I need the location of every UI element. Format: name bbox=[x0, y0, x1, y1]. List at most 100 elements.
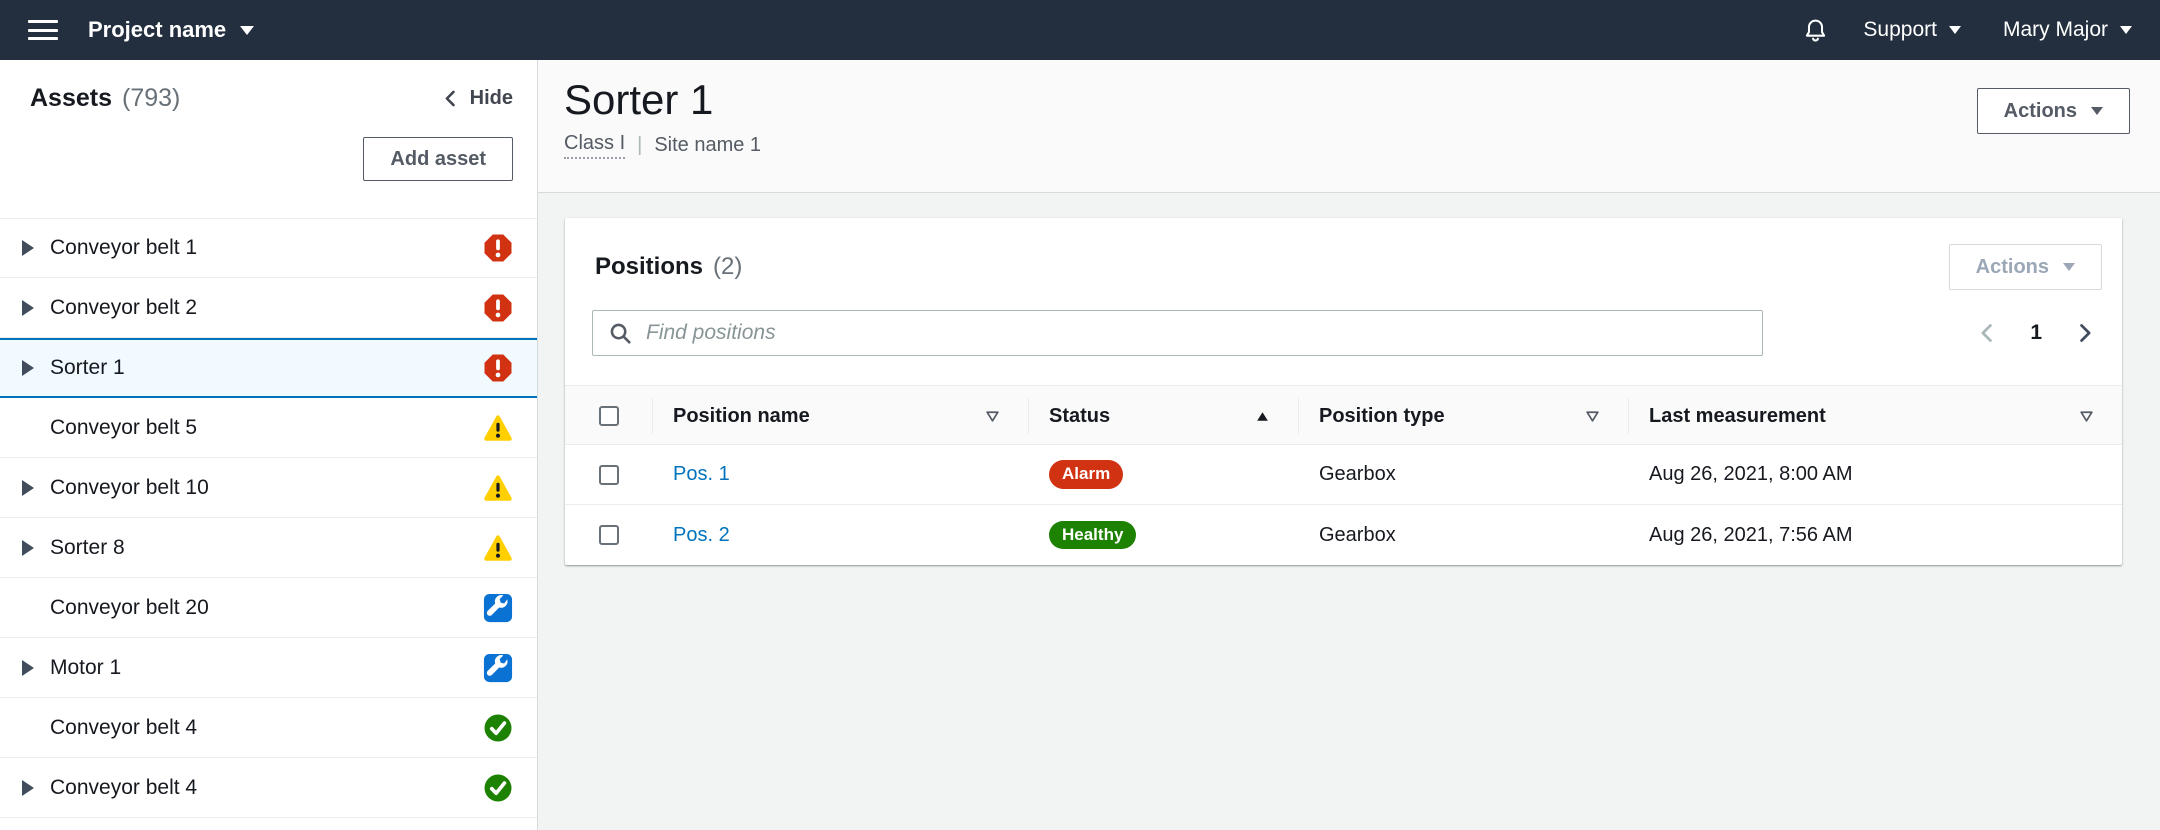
asset-row-conveyor-belt-5[interactable]: Conveyor belt 5 bbox=[0, 398, 537, 458]
hide-panel-button[interactable]: Hide bbox=[441, 87, 513, 110]
assets-sidebar-header: Assets (793) Hide Add asset bbox=[0, 60, 537, 218]
site-name-label: Site name 1 bbox=[654, 134, 762, 157]
find-positions-input[interactable] bbox=[644, 320, 1746, 346]
asset-label: Conveyor belt 20 bbox=[50, 595, 209, 619]
alarm-status-icon bbox=[483, 353, 513, 383]
assets-count: (793) bbox=[122, 84, 181, 112]
expand-arrow-icon[interactable] bbox=[22, 659, 50, 676]
asset-row-sorter-1[interactable]: Sorter 1 bbox=[0, 338, 537, 398]
asset-page-header: Sorter 1 Class I | Site name 1 Actions bbox=[538, 60, 2160, 193]
chevron-down-icon bbox=[1948, 26, 1961, 34]
row-checkbox[interactable] bbox=[598, 525, 619, 545]
alarm-status-icon bbox=[483, 233, 513, 263]
asset-row-conveyor-belt-4[interactable]: Conveyor belt 4 bbox=[0, 698, 537, 758]
asset-row-conveyor-belt-4[interactable]: Conveyor belt 4 bbox=[0, 758, 537, 818]
asset-label: Conveyor belt 1 bbox=[50, 236, 198, 259]
chevron-left-icon bbox=[1981, 324, 1993, 342]
project-name-dropdown[interactable]: Project name bbox=[88, 17, 255, 43]
chevron-down-icon bbox=[2063, 263, 2075, 271]
page-number-1[interactable]: 1 bbox=[2024, 320, 2048, 346]
positions-title: Positions bbox=[595, 253, 704, 280]
support-label: Support bbox=[1863, 18, 1937, 41]
assets-title: Assets bbox=[30, 84, 112, 112]
page-title: Sorter 1 bbox=[564, 76, 714, 123]
row-checkbox[interactable] bbox=[598, 464, 619, 485]
position-name-cell: Pos. 1 bbox=[652, 463, 1028, 486]
column-header-position-type[interactable]: Position type bbox=[1298, 386, 1628, 446]
positions-card: Positions (2) Actions bbox=[565, 218, 2122, 565]
asset-class-link[interactable]: Class I bbox=[564, 132, 626, 160]
select-all-cell bbox=[565, 406, 652, 426]
asset-row-conveyor-belt-1[interactable]: Conveyor belt 1 bbox=[0, 218, 537, 278]
main-content: Sorter 1 Class I | Site name 1 Actions P… bbox=[538, 60, 2160, 830]
add-asset-button[interactable]: Add asset bbox=[363, 137, 513, 181]
asset-label: Sorter 8 bbox=[50, 535, 125, 559]
chevron-left-icon bbox=[445, 90, 455, 107]
position-row-pos-1: Pos. 1 Alarm Gearbox Aug 26, 2021, 8:00 AM bbox=[565, 445, 2122, 505]
sort-descending-icon bbox=[1585, 410, 1600, 423]
sort-descending-icon bbox=[2079, 410, 2094, 423]
position-type-cell: Gearbox bbox=[1319, 523, 1396, 546]
separator: | bbox=[637, 134, 643, 157]
top-navigation-bar: Project name Support Mary Major bbox=[0, 0, 2160, 60]
healthy-status-icon bbox=[483, 713, 513, 743]
column-header-last-measurement[interactable]: Last measurement bbox=[1628, 386, 2122, 446]
row-select-cell bbox=[565, 525, 652, 545]
sort-ascending-icon bbox=[1255, 410, 1270, 423]
table-header-row: Position name Status Position type Last mea… bbox=[565, 385, 2122, 445]
asset-label: Conveyor belt 4 bbox=[50, 775, 198, 799]
row-select-cell bbox=[565, 464, 652, 485]
positions-count: (2) bbox=[713, 253, 743, 280]
asset-row-conveyor-belt-2[interactable]: Conveyor belt 2 bbox=[0, 278, 537, 338]
position-type-cell: Gearbox bbox=[1319, 463, 1396, 485]
asset-row-conveyor-belt-10[interactable]: Conveyor belt 10 bbox=[0, 458, 537, 518]
column-label: Position name bbox=[673, 404, 810, 427]
chevron-down-icon bbox=[2091, 107, 2103, 115]
position-name-cell: Pos. 2 bbox=[652, 524, 1028, 547]
column-header-status[interactable]: Status bbox=[1028, 386, 1298, 446]
notifications-bell-button[interactable] bbox=[1802, 17, 1829, 44]
support-dropdown[interactable]: Support bbox=[1863, 18, 1961, 42]
position-link[interactable]: Pos. 1 bbox=[673, 463, 730, 485]
positions-toolbar: 1 bbox=[565, 310, 2122, 356]
asset-list: Conveyor belt 1 Conveyor belt 2 Sorter 1 Co… bbox=[0, 218, 537, 830]
asset-row-motor-1[interactable]: Motor 1 bbox=[0, 638, 537, 698]
expand-arrow-icon[interactable] bbox=[22, 360, 50, 376]
column-label: Status bbox=[1049, 404, 1111, 427]
chevron-down-icon bbox=[240, 25, 255, 35]
column-header-position-name[interactable]: Position name bbox=[652, 386, 1028, 446]
asset-row-conveyor-belt-20[interactable]: Conveyor belt 20 bbox=[0, 578, 537, 638]
column-label: Position type bbox=[1319, 404, 1445, 427]
expand-arrow-icon[interactable] bbox=[22, 779, 50, 796]
select-all-checkbox[interactable] bbox=[598, 406, 619, 426]
status-cell: Alarm bbox=[1028, 460, 1298, 489]
warning-status-icon bbox=[483, 473, 513, 503]
expand-arrow-icon[interactable] bbox=[22, 299, 50, 316]
status-badge: Alarm bbox=[1049, 460, 1124, 489]
expand-arrow-icon[interactable] bbox=[22, 479, 50, 496]
search-icon bbox=[610, 323, 631, 344]
last-measurement-cell: Aug 26, 2021, 8:00 AM bbox=[1649, 463, 1853, 485]
column-label: Last measurement bbox=[1649, 404, 1826, 427]
status-badge: Healthy bbox=[1049, 520, 1137, 550]
warning-status-icon bbox=[483, 413, 513, 443]
expand-arrow-icon[interactable] bbox=[22, 539, 50, 556]
hamburger-menu-icon[interactable] bbox=[28, 20, 58, 40]
asset-actions-button[interactable]: Actions bbox=[1976, 88, 2130, 134]
alarm-status-icon bbox=[483, 293, 513, 323]
last-measurement-cell: Aug 26, 2021, 7:56 AM bbox=[1649, 523, 1853, 546]
position-link[interactable]: Pos. 2 bbox=[673, 523, 730, 546]
chevron-down-icon bbox=[2120, 26, 2132, 34]
assets-sidebar: Assets (793) Hide Add asset Conveyor bel… bbox=[0, 60, 538, 830]
next-page-button[interactable] bbox=[2074, 322, 2096, 344]
asset-row-sorter-8[interactable]: Sorter 8 bbox=[0, 518, 537, 578]
user-name-label: Mary Major bbox=[2002, 18, 2108, 41]
positions-search bbox=[592, 310, 1763, 356]
user-menu-dropdown[interactable]: Mary Major bbox=[2003, 18, 2132, 42]
asset-label: Sorter 1 bbox=[50, 356, 125, 379]
sort-descending-icon bbox=[985, 410, 1000, 423]
pagination: 1 bbox=[1976, 320, 2096, 346]
expand-arrow-icon[interactable] bbox=[22, 240, 50, 256]
asset-label: Conveyor belt 2 bbox=[50, 295, 198, 319]
